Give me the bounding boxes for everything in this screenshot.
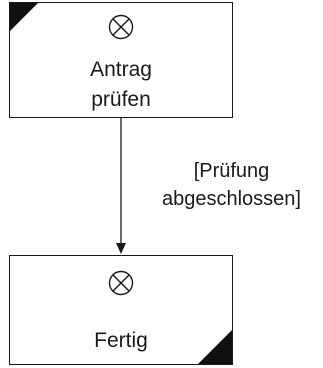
action-node-antrag-pruefen[interactable]: Antrag prüfen	[9, 2, 233, 118]
end-corner-marker	[198, 330, 232, 364]
guard-label-line: abgeschlossen]	[162, 188, 301, 210]
action-node-fertig[interactable]: Fertig	[9, 255, 233, 365]
transition-arrowhead	[116, 243, 126, 254]
cross-circle-icon	[108, 14, 134, 40]
node-label-line: Antrag	[90, 58, 152, 81]
cross-circle-icon	[108, 270, 134, 296]
guard-label-line: [Prüfung	[193, 160, 270, 182]
node-label-line: prüfen	[91, 88, 151, 111]
start-corner-marker	[10, 3, 38, 31]
node-label-line: Fertig	[94, 329, 148, 352]
